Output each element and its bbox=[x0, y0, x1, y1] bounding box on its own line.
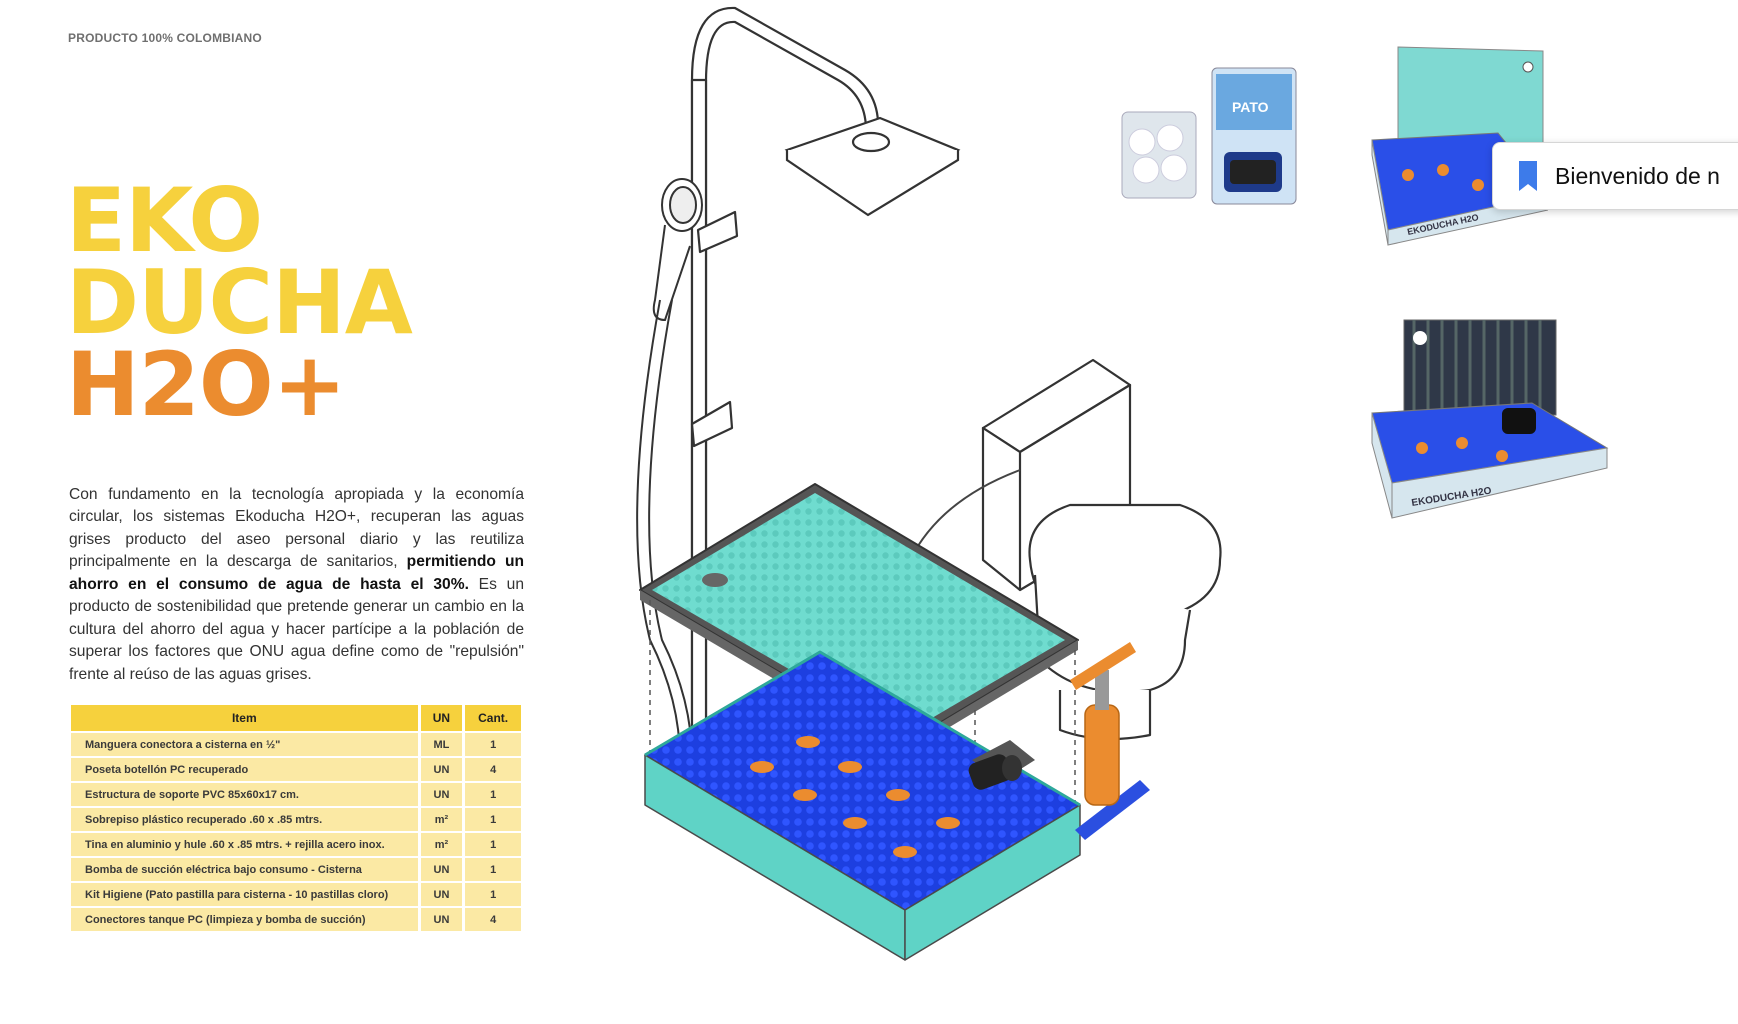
ekoducha-product-photo-2: EKODUCHA H2O bbox=[1371, 319, 1609, 519]
header-un: UN bbox=[420, 705, 463, 731]
row-cant: 4 bbox=[465, 758, 521, 781]
row-cant: 1 bbox=[465, 833, 521, 856]
description-highlight: permitiendo un ahorro en el consumo de a… bbox=[69, 553, 524, 593]
row-un: UN bbox=[420, 758, 463, 781]
floor-grate bbox=[639, 483, 1079, 755]
table-row: Estructura de soporte PVC 85x60x17 cm.UN… bbox=[71, 783, 521, 806]
row-cant: 1 bbox=[465, 858, 521, 881]
description-intro: Con fundamento en la tecnología apropiad… bbox=[69, 485, 524, 571]
row-un: m² bbox=[420, 833, 463, 856]
package-label: PATO bbox=[1232, 99, 1269, 115]
shower-system-illustration bbox=[636, 6, 1222, 961]
row-item: Estructura de soporte PVC 85x60x17 cm. bbox=[71, 783, 418, 806]
row-item: Sobrepiso plástico recuperado .60 x .85 … bbox=[71, 808, 418, 831]
table-row: Kit Higiene (Pato pastilla para cisterna… bbox=[71, 883, 521, 906]
row-cant: 1 bbox=[465, 733, 521, 756]
row-item: Poseta botellón PC recuperado bbox=[71, 758, 418, 781]
table-row: Tina en aluminio y hule .60 x .85 mtrs. … bbox=[71, 833, 521, 856]
suction-pump bbox=[968, 740, 1035, 790]
orange-pump bbox=[1070, 642, 1150, 840]
items-table: Item UN Cant. Manguera conectora a ciste… bbox=[68, 703, 524, 933]
row-un: UN bbox=[420, 858, 463, 881]
collection-tub bbox=[644, 650, 1081, 961]
welcome-toast[interactable]: Bienvenido de n bbox=[1492, 142, 1738, 210]
row-cant: 1 bbox=[465, 808, 521, 831]
row-un: UN bbox=[420, 908, 463, 931]
row-un: UN bbox=[420, 883, 463, 906]
table-row: Sobrepiso plástico recuperado .60 x .85 … bbox=[71, 808, 521, 831]
row-un: UN bbox=[420, 783, 463, 806]
hygiene-kit-photo: PATO bbox=[1121, 67, 1297, 205]
row-item: Bomba de succión eléctrica bajo consumo … bbox=[71, 858, 418, 881]
description-paragraph: Con fundamento en la tecnología apropiad… bbox=[69, 484, 524, 687]
row-cant: 4 bbox=[465, 908, 521, 931]
row-item: Kit Higiene (Pato pastilla para cisterna… bbox=[71, 883, 418, 906]
title-line-eko: EKO bbox=[66, 169, 263, 272]
table-row: Conectores tanque PC (limpieza y bomba d… bbox=[71, 908, 521, 931]
row-item: Tina en aluminio y hule .60 x .85 mtrs. … bbox=[71, 833, 418, 856]
row-un: m² bbox=[420, 808, 463, 831]
description-rest: Es un producto de sostenibilidad que pre… bbox=[69, 575, 524, 683]
welcome-toast-text: Bienvenido de n bbox=[1555, 162, 1720, 189]
header-cant: Cant. bbox=[465, 705, 521, 731]
table-row: Bomba de succión eléctrica bajo consumo … bbox=[71, 858, 521, 881]
header-item: Item bbox=[71, 705, 418, 731]
row-cant: 1 bbox=[465, 783, 521, 806]
page-title: EKO DUCHA H2O+ bbox=[66, 169, 413, 436]
tagline: PRODUCTO 100% COLOMBIANO bbox=[68, 31, 262, 45]
orange-posetas bbox=[750, 736, 960, 858]
row-item: Conectores tanque PC (limpieza y bomba d… bbox=[71, 908, 418, 931]
table-header-row: Item UN Cant. bbox=[71, 705, 521, 731]
row-un: ML bbox=[420, 733, 463, 756]
hand-shower bbox=[636, 178, 703, 761]
toilet bbox=[981, 358, 1222, 741]
shower-head bbox=[784, 116, 961, 217]
title-line-h2o: H2O+ bbox=[66, 333, 346, 436]
row-item: Manguera conectora a cisterna en ½" bbox=[71, 733, 418, 756]
bookmark-icon bbox=[1519, 161, 1537, 191]
title-line-ducha: DUCHA bbox=[66, 251, 413, 354]
row-cant: 1 bbox=[465, 883, 521, 906]
